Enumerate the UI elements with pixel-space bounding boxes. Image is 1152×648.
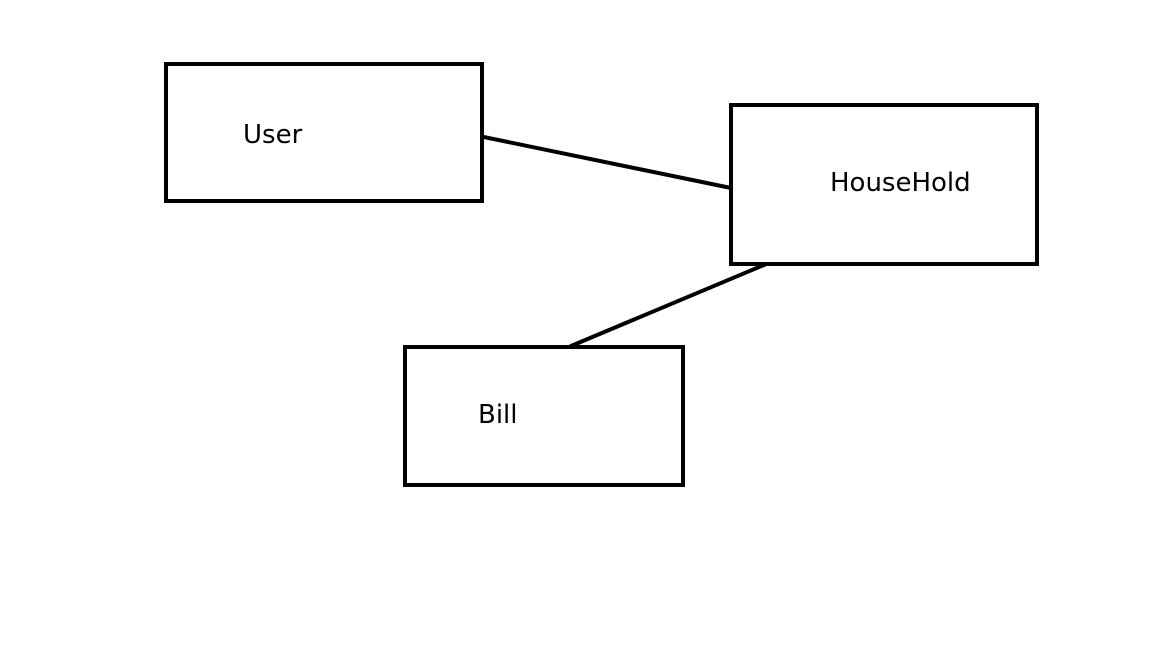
node-bill: Bill <box>403 345 685 487</box>
edge-household-bill <box>569 260 773 348</box>
node-household: HouseHold <box>729 103 1039 266</box>
node-bill-label: Bill <box>478 400 518 430</box>
node-user: User <box>164 62 484 203</box>
node-household-label: HouseHold <box>830 168 971 198</box>
node-user-box <box>164 62 484 203</box>
node-household-box <box>729 103 1039 266</box>
edge-user-household <box>477 134 733 190</box>
node-user-label: User <box>243 120 303 150</box>
node-bill-box <box>403 345 685 487</box>
